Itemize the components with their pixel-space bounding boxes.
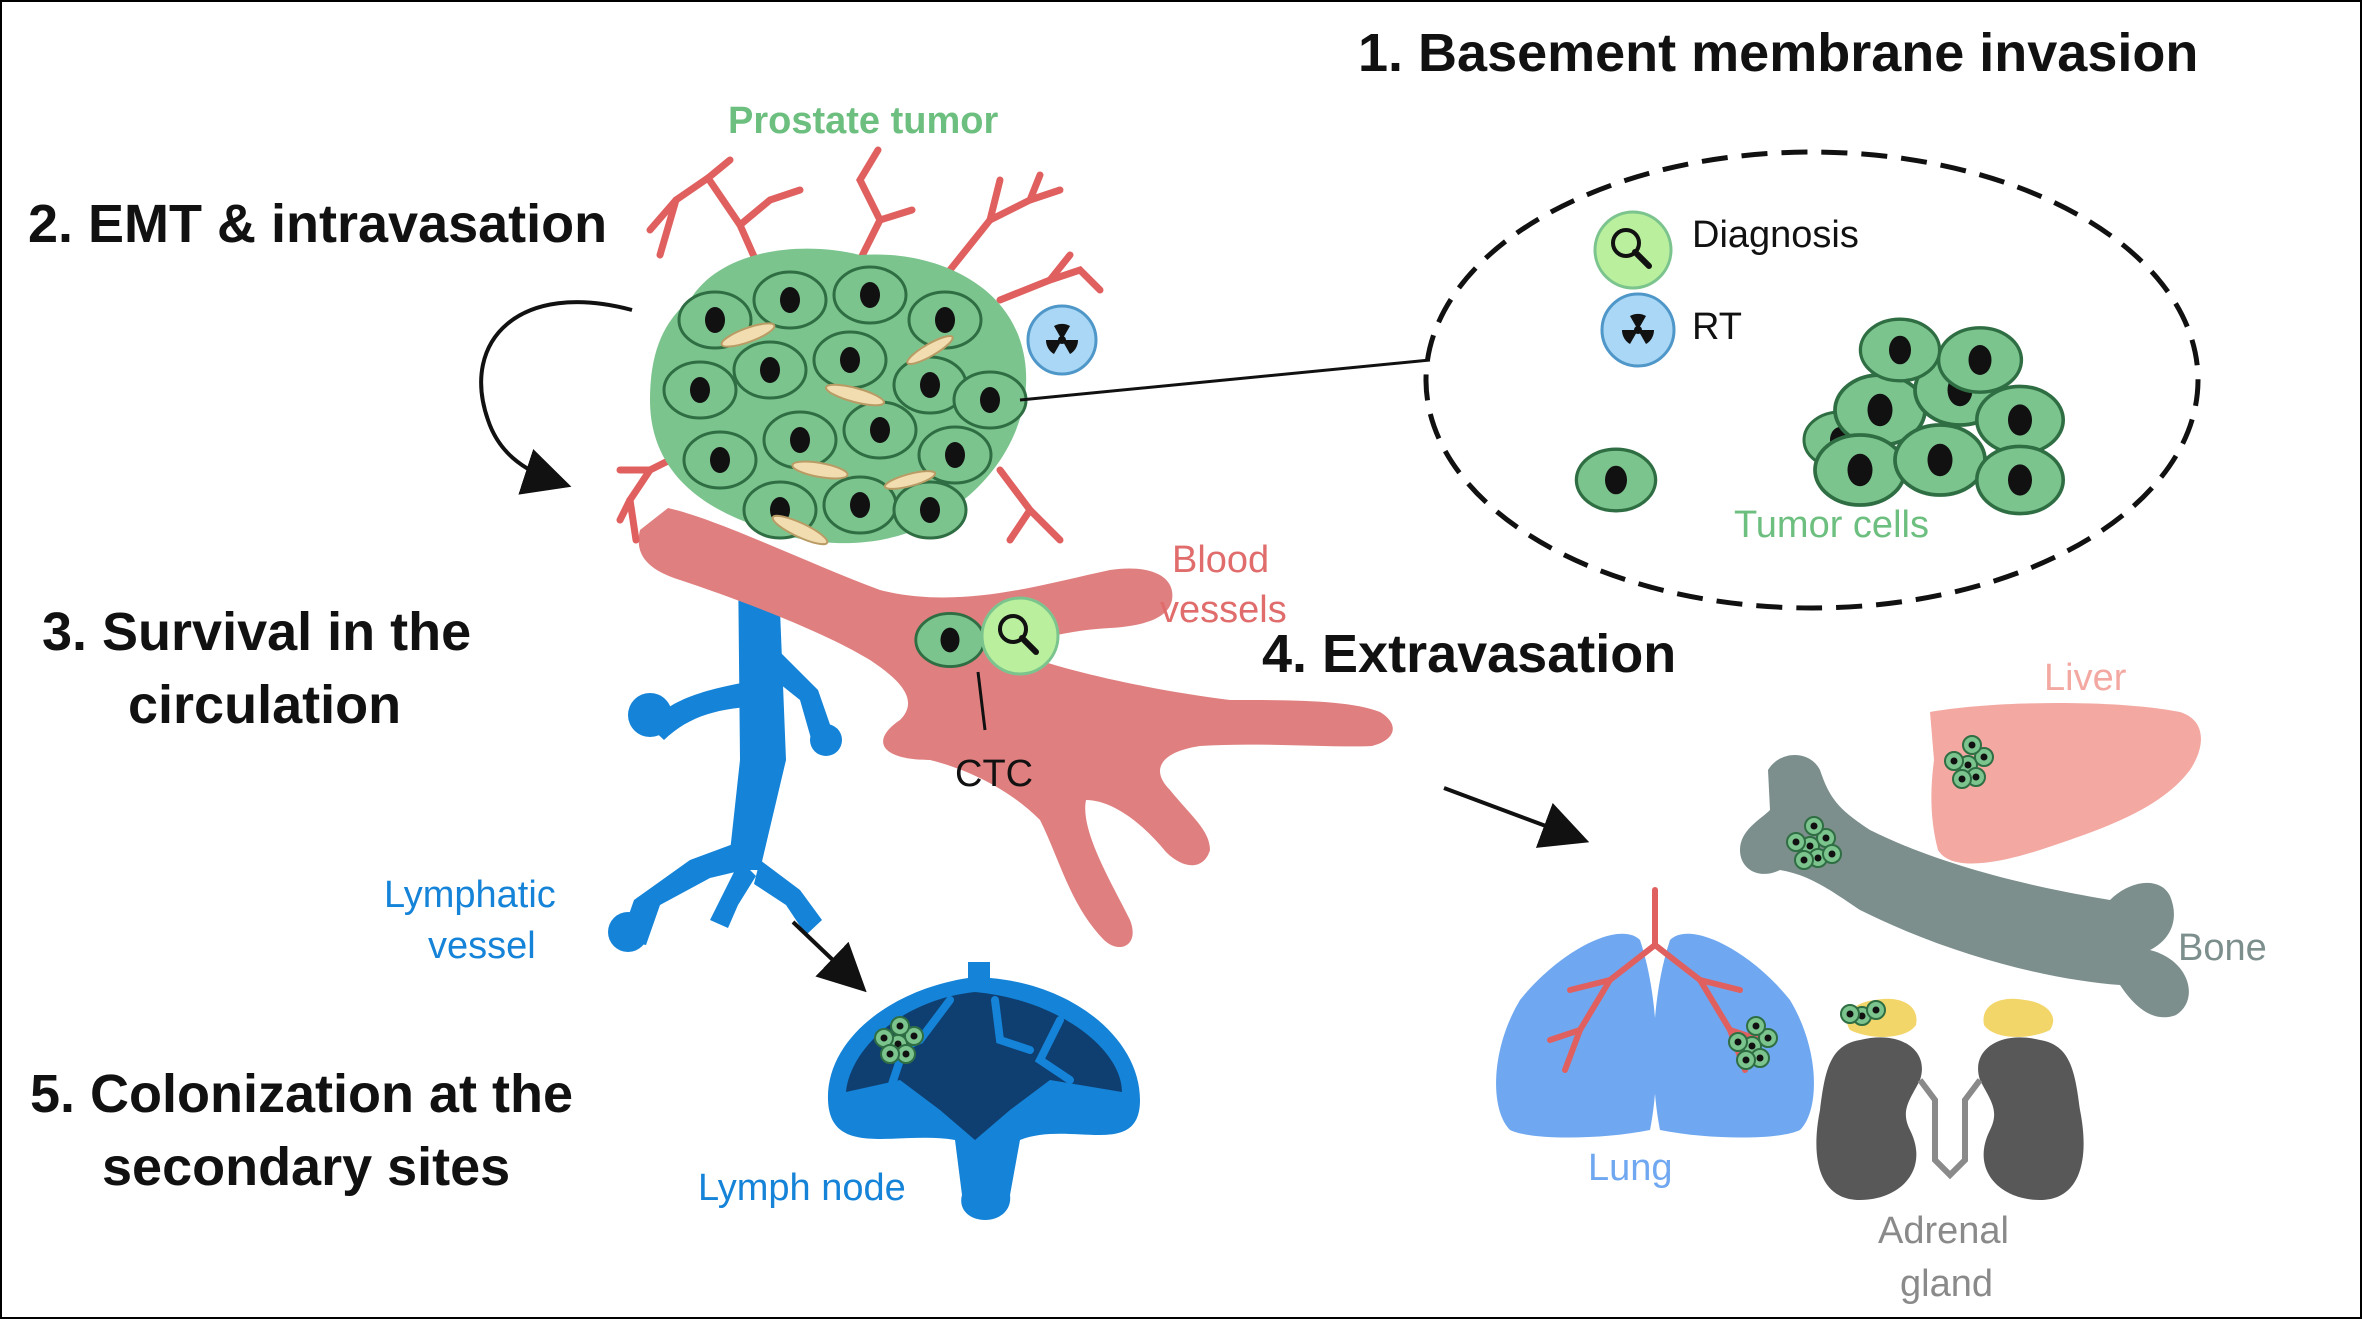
lymph-node (827, 962, 1140, 1220)
diagnosis-label: Diagnosis (1692, 214, 1859, 256)
blood-vessel (638, 508, 1393, 948)
tumor-cell-cluster (1802, 317, 2065, 516)
lymphatic-vessel (608, 560, 842, 952)
arrow-to-lymph-node (791, 920, 867, 993)
zoom-callout: Diagnosis RT Tumor cells (1423, 149, 2201, 611)
prostate-tumor (616, 146, 1104, 546)
adrenal-gland-label-line2: gland (1900, 1263, 1993, 1305)
blood-vessels-label-line1: Blood (1172, 539, 1269, 581)
lymphatic-vessel-label-line2: vessel (428, 925, 536, 967)
ctc-label: CTC (955, 753, 1033, 795)
prostate-tumor-label: Prostate tumor (728, 100, 998, 142)
step-2-title: 2. EMT & intravasation (28, 194, 607, 254)
step-5-title-line2: secondary sites (102, 1137, 510, 1197)
step-1-title: 1. Basement membrane invasion (1358, 23, 2198, 83)
step-3-title-line2: circulation (128, 675, 401, 735)
adrenal-gland (1816, 998, 2084, 1200)
liver (1930, 703, 2201, 864)
bone-label: Bone (2178, 927, 2267, 969)
lymph-node-label: Lymph node (698, 1167, 906, 1209)
step-4-title: 4. Extravasation (1262, 624, 1676, 684)
lung (1496, 887, 1814, 1138)
tumor-cells-label: Tumor cells (1734, 504, 1929, 546)
blood-vessels-label-line2: vessels (1160, 589, 1287, 631)
lung-label: Lung (1588, 1147, 1673, 1189)
emt-curved-arrow (479, 300, 633, 495)
single-tumor-cell (1574, 447, 1658, 513)
bone (1740, 755, 2189, 1018)
liver-label: Liver (2044, 657, 2127, 699)
ctc (914, 596, 1060, 731)
zoom-connector (1019, 358, 1431, 402)
adrenal-gland-label-line1: Adrenal (1878, 1210, 2009, 1252)
step-5-title-line1: 5. Colonization at the (30, 1064, 573, 1124)
rt-label: RT (1692, 306, 1742, 348)
step-3-title-line1: 3. Survival in the (42, 602, 471, 662)
arrow-to-organs (1443, 786, 1590, 848)
lymphatic-vessel-label-line1: Lymphatic (384, 874, 556, 916)
